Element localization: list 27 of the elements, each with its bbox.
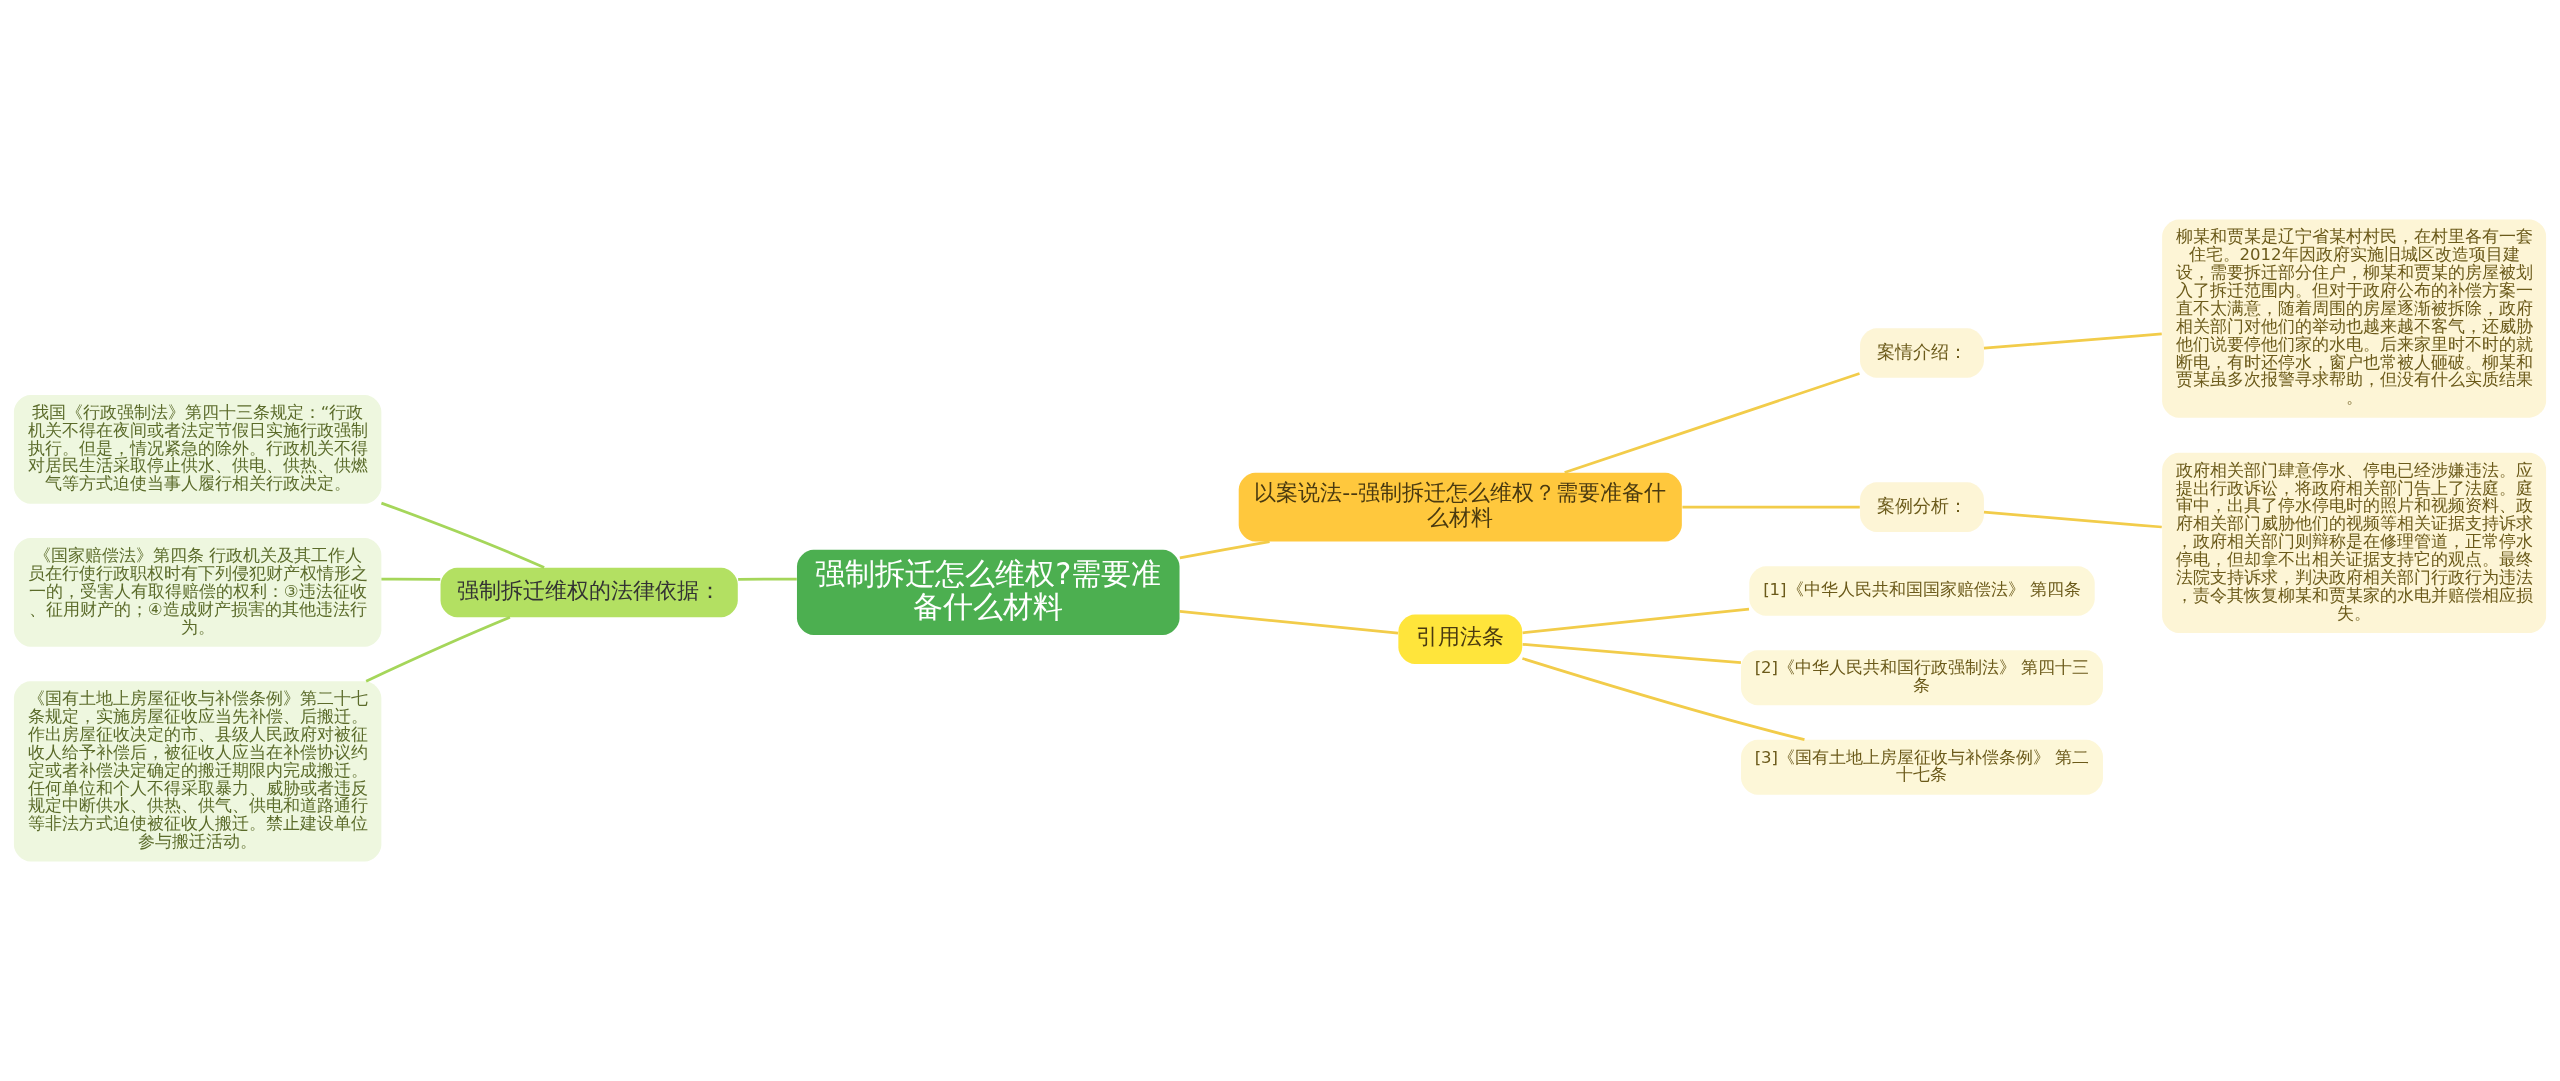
- connector: [381, 577, 441, 581]
- node-box: 柳某和贾某是辽宁省某村村民，在村里各有一套住宅。2012年因政府实施旧城区改造项目建设，需要拆迁部分住户，柳某和贾某的房屋被划入了拆迁范围内。但对于政府公布的补偿方案一直不太满意，随着周围的房屋逐渐被拆除，政府相关部门对他们的举动也越来越不客气，还威胁他们说要停他们家的水电。后来家里时不时的就断电，有时还停水，窗户也常被人砸破。柳某和贾某虽多次报警寻求帮助，但没有什么实质结果。: [2162, 219, 2547, 418]
- node-box: 以案说法--强制拆迁怎么维权？需要准备什么材料: [1238, 472, 1682, 542]
- connector: [1179, 540, 1270, 560]
- connector: [365, 616, 511, 683]
- connector: [1564, 372, 1860, 474]
- connector: [1179, 610, 1399, 635]
- node-box: 案情介绍：: [1860, 328, 1984, 378]
- node-box: 《国家赔偿法》第四条 行政机关及其工作人员在行使行政职权时有下列侵犯财产权情形之一的，受害人有取得赔偿的权利：③违法征收、征用财产的；④造成财产损害的其他违法行为。: [13, 538, 382, 647]
- connector: [1682, 505, 1860, 509]
- node-box: 案例分析：: [1860, 482, 1984, 532]
- node-box: 政府相关部门肆意停水、停电已经涉嫌违法。应提出行政诉讼，将政府相关部门告上了法庭。庭审中，出具了停水停电时的照片和视频资料、政府相关部门威胁他们的视频等相关证据支持诉求，政府相关部门则辩称是在修理管道，正常停水停电，但却拿不出相关证据支持它的观点。最终法院支持诉求，判决政府相关部门行政行为违法，责令其恢复柳某和贾某家的水电并赔偿相应损失。: [2162, 452, 2547, 634]
- node-box: [2]《中华人民共和国行政强制法》 第四十三条: [1741, 650, 2103, 706]
- connector: [1522, 657, 1805, 741]
- connector: [738, 577, 797, 581]
- connector: [380, 501, 545, 569]
- connector: [1522, 607, 1750, 635]
- connector: [1983, 332, 2162, 350]
- node-box: 强制拆迁维权的法律依据：: [440, 567, 738, 618]
- node-box: 《国有土地上房屋征收与补偿条例》第二十七条规定，实施房屋征收应当先补偿、后搬迁。作出房屋征收决定的市、县级人民政府对被征收人给予补偿后，被征收人应当在补偿协议约定或者补偿决定确定的搬迁期限内完成搬迁。任何单位和个人不得采取暴力、威胁或者违反规定中断供水、供热、供气、供电和道路通行等非法方式迫使被征收人搬迁。禁止建设单位参与搬迁活动。: [13, 681, 382, 862]
- node-box: [3]《国有土地上房屋征收与补偿条例》 第二十七条: [1741, 739, 2103, 795]
- node-box: 强制拆迁怎么维权?需要准备什么材料: [796, 549, 1180, 636]
- connector: [1983, 510, 2162, 529]
- node-box: 引用法条: [1398, 614, 1523, 664]
- node-box: 我国《行政强制法》第四十三条规定：“行政机关不得在夜间或者法定节假日实施行政强制执行。但是，情况紧急的除外。行政机关不得对居民生活采取停止供水、供电、供热、供燃气等方式迫使当事人履行相关行政决定。: [13, 394, 382, 504]
- node-box: [1]《中华人民共和国国家赔偿法》 第四条: [1749, 566, 2095, 616]
- connector: [1522, 643, 1742, 665]
